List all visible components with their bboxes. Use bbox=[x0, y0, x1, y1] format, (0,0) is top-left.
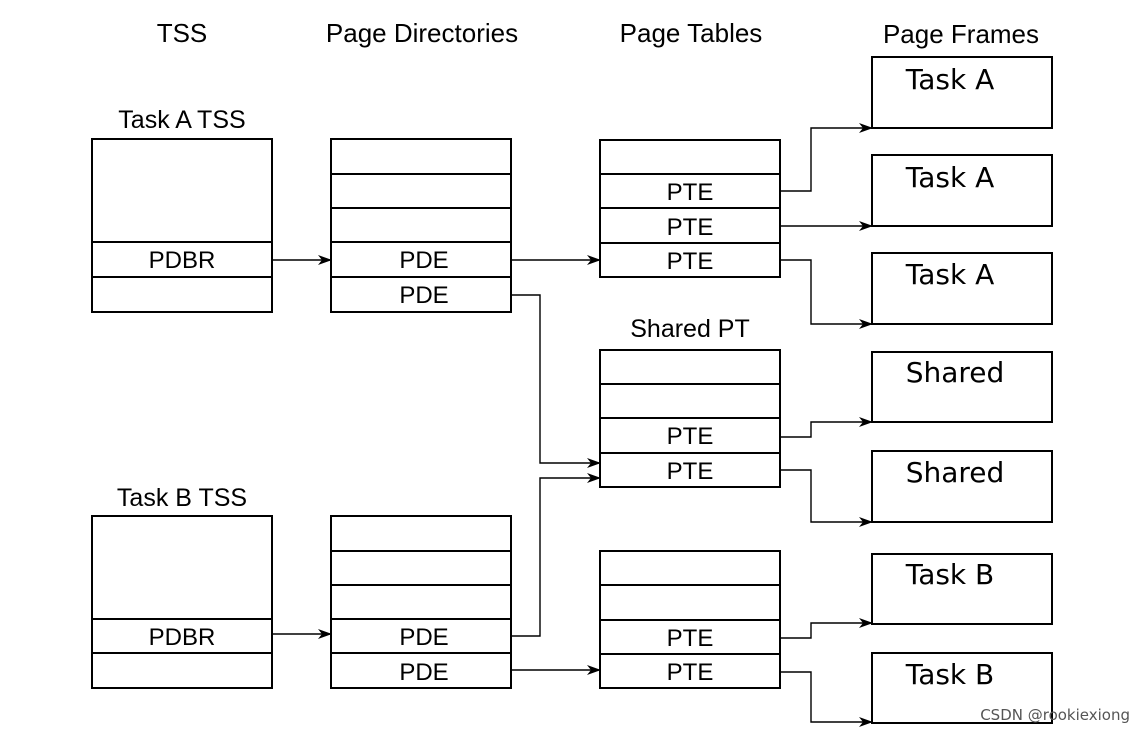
task-b-tss-title: Task B TSS bbox=[117, 484, 247, 512]
page-frame-7: Task B bbox=[871, 652, 1053, 724]
header-tss: TSS bbox=[157, 18, 208, 48]
page-directory-b: PDE PDE bbox=[330, 515, 512, 689]
page-frame-5: Shared bbox=[871, 450, 1053, 523]
pt-b-pte-1: PTE bbox=[667, 625, 714, 652]
page-table-a: PTE PTE PTE bbox=[599, 139, 781, 278]
task-b-tss-table: PDBR bbox=[91, 515, 273, 689]
pd-b-pde-2: PDE bbox=[399, 659, 448, 686]
task-a-pdbr-cell: PDBR bbox=[149, 247, 216, 274]
page-frame-6: Task B bbox=[871, 553, 1053, 625]
pt-b-pte-2: PTE bbox=[667, 659, 714, 686]
arrow-pt-b-2-to-frame-7 bbox=[780, 671, 873, 727]
pd-b-pde-1: PDE bbox=[399, 624, 448, 651]
arrow-pd-b-to-shared-pt bbox=[511, 473, 601, 637]
pt-shared-pte-1: PTE bbox=[667, 423, 714, 450]
page-frame-1-label: Task A bbox=[905, 63, 994, 96]
arrow-pt-a-3-to-frame-3 bbox=[780, 259, 873, 329]
page-frame-2-label: Task A bbox=[905, 161, 994, 194]
arrow-pt-a-1-to-frame-1 bbox=[780, 123, 873, 192]
header-page-frames: Page Frames bbox=[883, 19, 1039, 49]
pt-a-pte-2: PTE bbox=[667, 214, 714, 241]
arrow-pd-a-to-shared-pt bbox=[511, 294, 601, 468]
page-frame-5-label: Shared bbox=[906, 456, 1005, 489]
shared-pt-title: Shared PT bbox=[630, 315, 750, 343]
page-frame-4-label: Shared bbox=[906, 356, 1005, 389]
page-directory-a: PDE PDE bbox=[330, 138, 512, 313]
page-frame-3-label: Task A bbox=[905, 258, 994, 291]
page-table-b: PTE PTE bbox=[599, 550, 781, 689]
task-b-pdbr-cell: PDBR bbox=[149, 624, 216, 651]
pt-a-pte-1: PTE bbox=[667, 179, 714, 206]
page-frame-7-label: Task B bbox=[905, 658, 995, 691]
pt-shared-pte-2: PTE bbox=[667, 458, 714, 485]
pt-a-pte-3: PTE bbox=[667, 248, 714, 275]
page-frame-6-label: Task B bbox=[905, 558, 995, 591]
arrow-pt-shared-2-to-frame-5 bbox=[780, 469, 873, 527]
header-page-directories: Page Directories bbox=[326, 18, 518, 48]
page-frame-2: Task A bbox=[871, 154, 1053, 227]
page-frame-3: Task A bbox=[871, 252, 1053, 325]
header-page-tables: Page Tables bbox=[620, 18, 763, 48]
task-a-tss-table: PDBR bbox=[91, 138, 273, 313]
page-frame-4: Shared bbox=[871, 351, 1053, 423]
pd-a-pde-1: PDE bbox=[399, 247, 448, 274]
page-frame-1: Task A bbox=[871, 56, 1053, 129]
arrow-pt-b-1-to-frame-6 bbox=[780, 618, 873, 639]
connectors bbox=[272, 123, 873, 727]
page-table-shared: PTE PTE bbox=[599, 349, 781, 488]
pd-a-pde-2: PDE bbox=[399, 282, 448, 309]
arrow-pt-shared-1-to-frame-4 bbox=[780, 417, 873, 438]
watermark: CSDN @rookiexiong bbox=[980, 706, 1130, 724]
task-a-tss-title: Task A TSS bbox=[118, 106, 245, 134]
